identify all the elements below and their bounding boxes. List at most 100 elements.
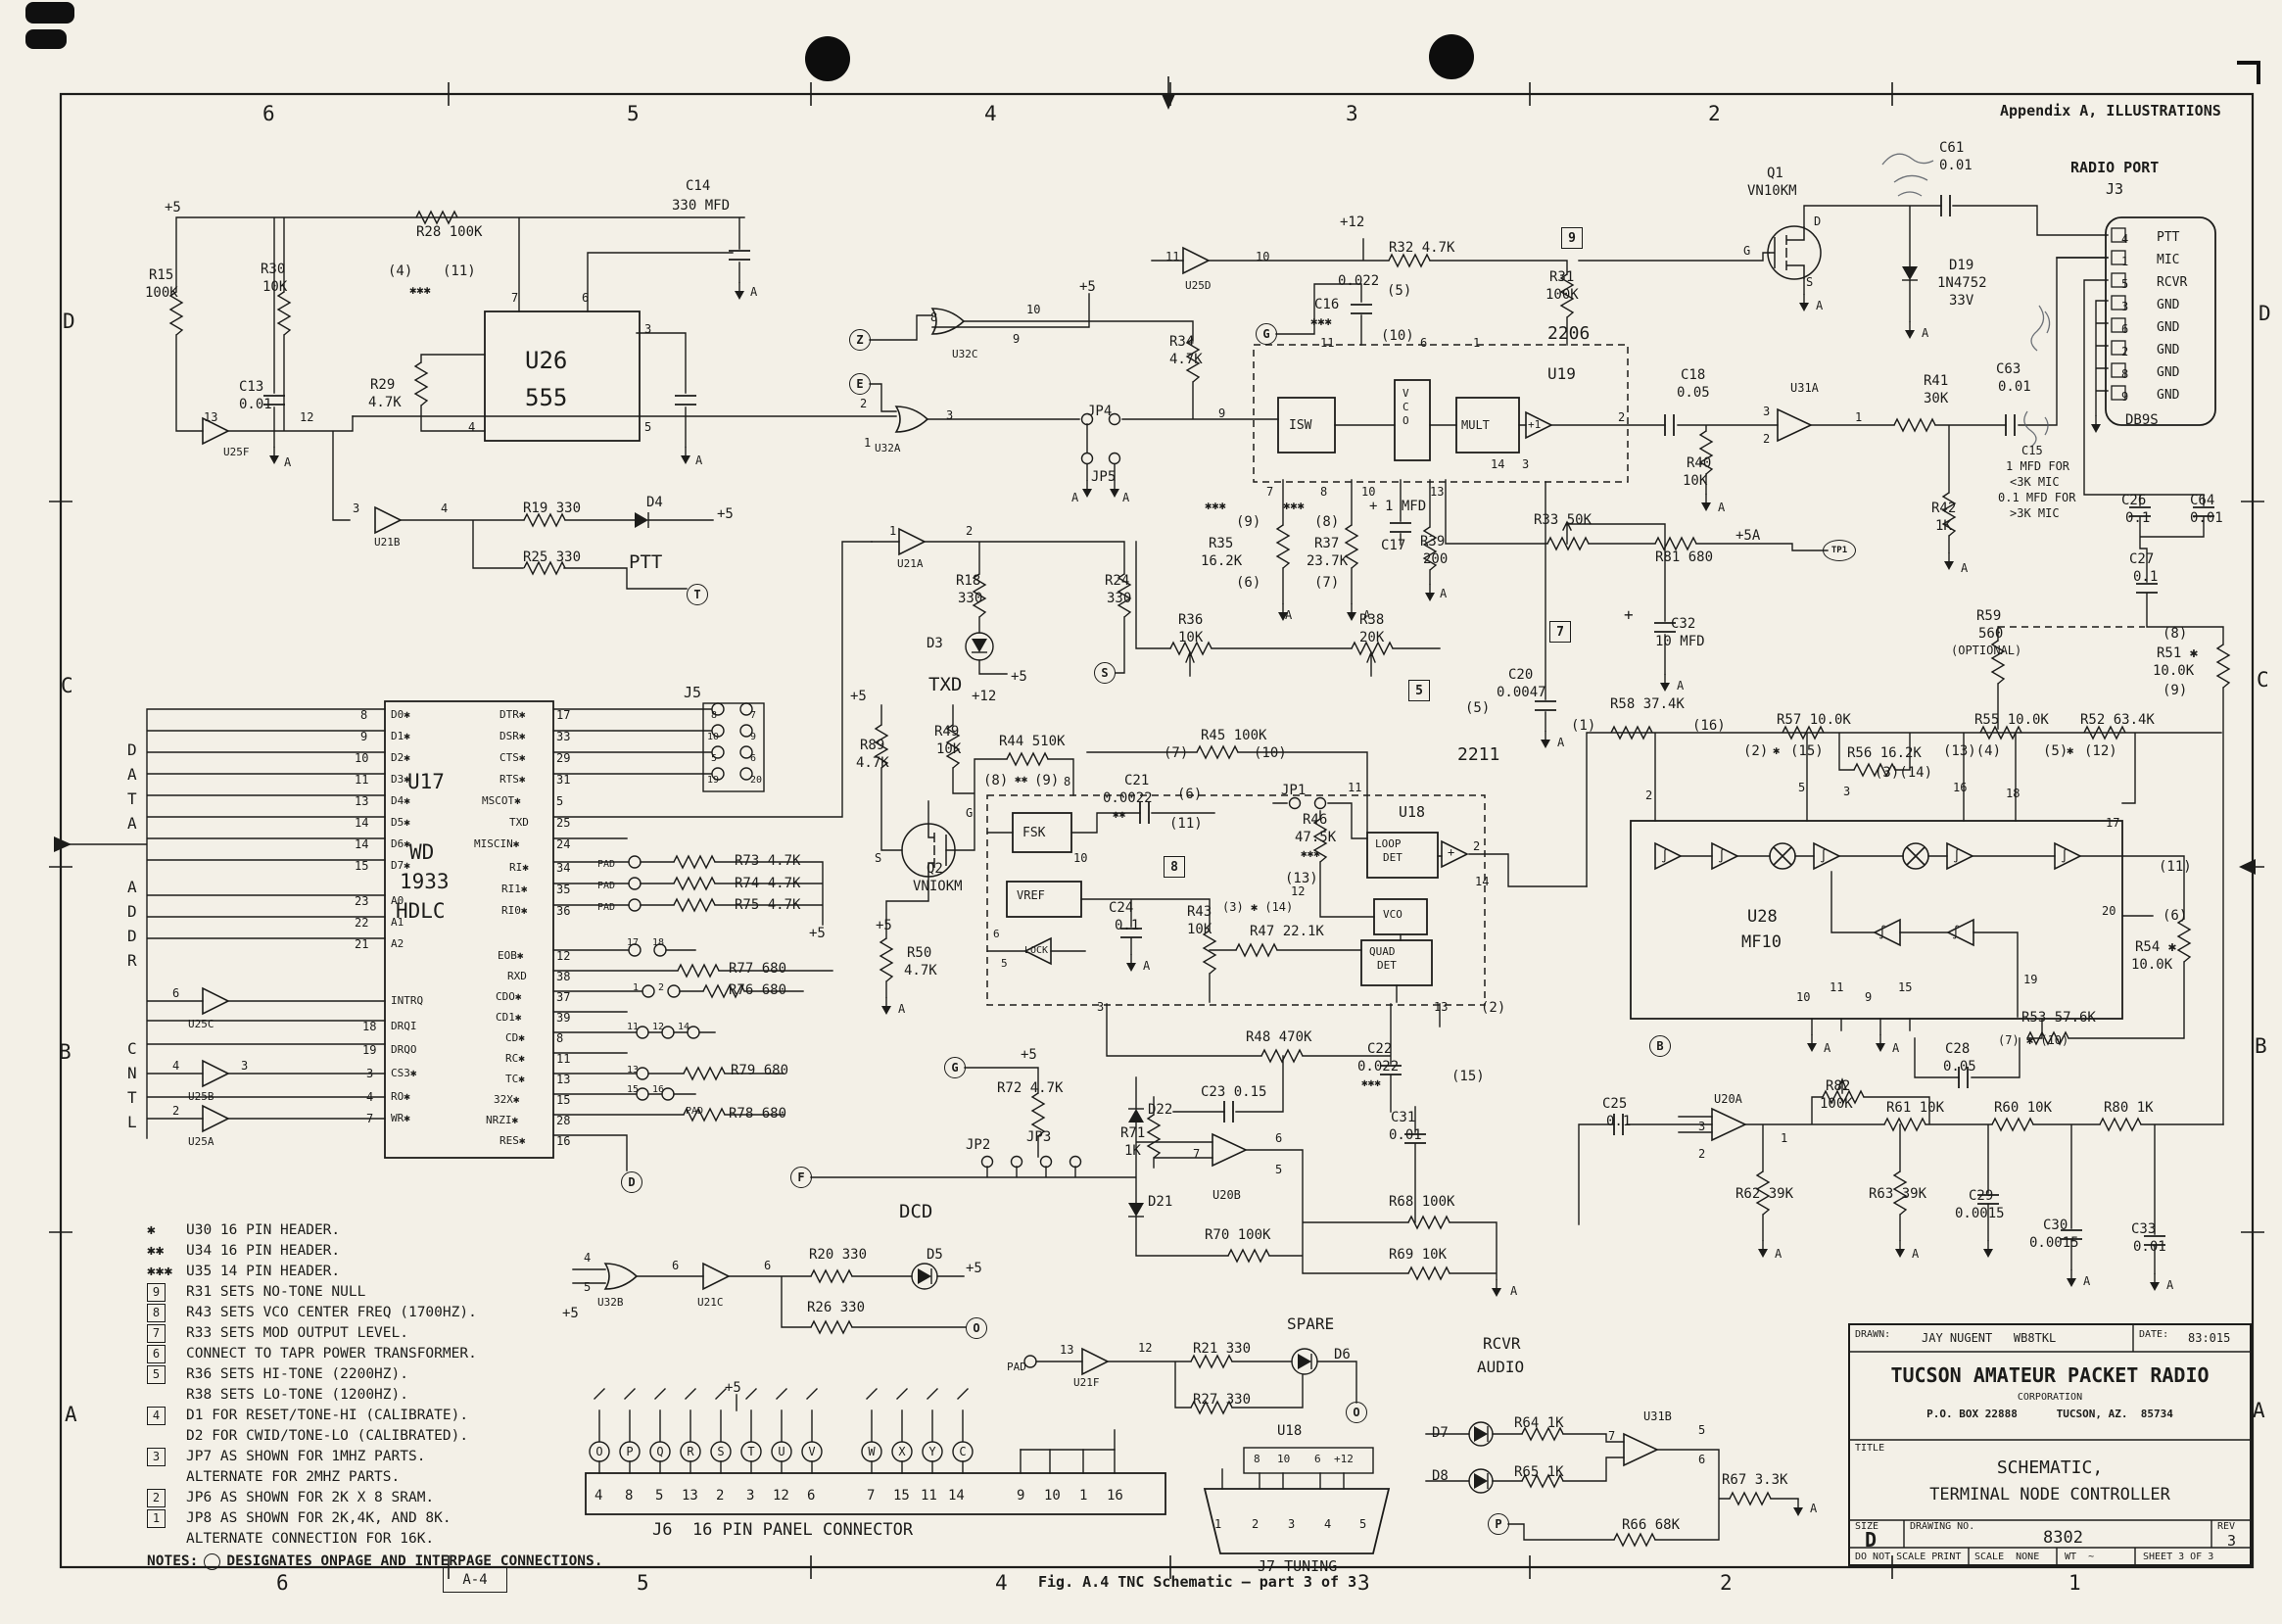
schematic-label: JP4	[1087, 404, 1113, 419]
schematic-label: 1 MFD FOR	[2006, 459, 2070, 473]
note-text: ALTERNATE FOR 2MHZ PARTS.	[186, 1469, 401, 1485]
schematic-label: CS3✱	[391, 1067, 417, 1079]
schematic-label: VN10KM	[1747, 183, 1797, 199]
fsk-box	[1012, 812, 1072, 853]
schematic-label: 6	[807, 1488, 816, 1504]
schematic-label: A	[1912, 1247, 1920, 1261]
schematic-label: +5	[876, 918, 892, 933]
schematic-label: R59	[1976, 608, 2002, 624]
schematic-label: 0.1	[2125, 510, 2151, 526]
schematic-label: A	[898, 1002, 906, 1016]
connection-terminal-z: Z	[849, 329, 871, 351]
schematic-label: 2206	[1547, 323, 1591, 344]
schematic-label: R31	[1549, 269, 1575, 285]
schematic-label: R33 50K	[1534, 512, 1593, 528]
drawn-label: DRAWN:	[1855, 1329, 1891, 1340]
schematic-label: 12	[1138, 1341, 1153, 1355]
schematic-label: 37	[556, 990, 571, 1004]
note-marker: 2	[147, 1488, 186, 1508]
schematic-label: 14	[1491, 457, 1505, 471]
schematic-label: 8	[360, 708, 368, 722]
schematic-label: 16.2K	[1201, 553, 1243, 569]
schematic-label: R77 680	[729, 961, 787, 977]
connection-terminal-f: F	[790, 1167, 812, 1188]
schematic-label: ✱✱✱	[1301, 847, 1320, 860]
svg-text:P: P	[626, 1445, 633, 1458]
schematic-label: DET	[1383, 851, 1402, 864]
schematic-label: 2211	[1457, 744, 1500, 765]
schematic-label: 17	[2106, 816, 2120, 830]
transistors	[901, 225, 1822, 878]
schematic-label: ∫	[2061, 849, 2068, 864]
schematic-label: R19 330	[523, 501, 582, 516]
schematic-label: 16	[1107, 1488, 1123, 1504]
schematic-label: +12	[1334, 1453, 1354, 1465]
schematic-label: PTT	[629, 551, 663, 573]
grid-ref-4: 4	[995, 1571, 1008, 1595]
schematic-label: 14	[355, 837, 369, 851]
schematic-label: 38	[556, 970, 571, 983]
schematic-label: ✱✱✱	[409, 283, 431, 297]
schematic-label: 330 MFD	[672, 198, 731, 214]
schematic-label: C21	[1124, 773, 1150, 788]
schematic-label: R75 4.7K	[735, 897, 801, 913]
schematic-label: 0.1	[1115, 918, 1140, 933]
j6-connector-strip	[585, 1472, 1166, 1515]
schematic-label: 33	[556, 730, 571, 743]
schematic-label: 6	[2121, 322, 2129, 336]
schematic-label: PTT	[2157, 230, 2180, 245]
schematic-label: 11	[355, 773, 369, 787]
schematic-label: R18	[956, 573, 981, 589]
schematic-label: A2	[391, 937, 404, 950]
wires-top-left	[175, 216, 745, 590]
schematic-label: 10K	[1178, 630, 1204, 645]
schematic-label: 330	[958, 591, 983, 606]
schematic-label: A	[2083, 1274, 2091, 1288]
grid-ref-A: A	[2253, 1399, 2265, 1422]
schematic-label: GND	[2157, 388, 2180, 403]
schematic-label: 1	[633, 982, 640, 993]
schematic-label: HDLC	[396, 899, 446, 923]
schematic-label: U25F	[223, 446, 250, 458]
schematic-label: 14	[355, 816, 369, 830]
schematic-label: 4	[584, 1251, 592, 1265]
schematic-label: GND	[2157, 343, 2180, 358]
schematic-label: 11	[627, 1022, 640, 1032]
connection-terminal-b: B	[1649, 1035, 1671, 1057]
schematic-label: ISW	[1289, 418, 1312, 433]
schematic-label: 7	[1266, 485, 1274, 499]
schematic-label: 18	[2006, 787, 2021, 800]
u25d-inverter	[1182, 247, 1210, 274]
schematic-label: C15	[2021, 444, 2043, 457]
schematic-label: R43	[1187, 904, 1212, 920]
u25a-inverter	[202, 1105, 229, 1132]
schematic-label: 18	[362, 1020, 377, 1033]
schematic-label: A	[1718, 501, 1726, 514]
schematic-label: (5)	[1465, 700, 1491, 716]
schematic-label: 2	[966, 524, 974, 538]
schematic-label: D5	[927, 1247, 943, 1263]
schematic-label: C17	[1381, 538, 1406, 553]
schematic-label: 15	[627, 1084, 640, 1095]
schematic-label: R50	[907, 945, 932, 961]
grid-ref-C: C	[2257, 668, 2269, 692]
schematic-label: NRZI✱	[486, 1114, 519, 1126]
schematic-label: +	[1448, 845, 1455, 859]
xr2206-modulator-outline	[1253, 344, 1629, 483]
size-label: SIZE	[1855, 1521, 1879, 1532]
schematic-label: 29	[556, 751, 571, 765]
schematic-label: R32 4.7K	[1389, 240, 1455, 256]
schematic-label: (15)	[1451, 1069, 1485, 1084]
schematic-label: 3	[1097, 1000, 1105, 1014]
schematic-label: D	[127, 740, 137, 759]
schematic-label: 4	[441, 502, 449, 515]
schematic-label: +5	[165, 200, 181, 215]
schematic-label: A	[2166, 1278, 2174, 1292]
schematic-label: 32X✱	[494, 1093, 520, 1106]
schematic-label: R24	[1105, 573, 1130, 589]
schematic-label: 2	[1645, 788, 1653, 802]
schematic-label: R15	[149, 267, 174, 283]
schematic-label: 9	[1013, 332, 1021, 346]
schematic-label: 10	[355, 751, 369, 765]
